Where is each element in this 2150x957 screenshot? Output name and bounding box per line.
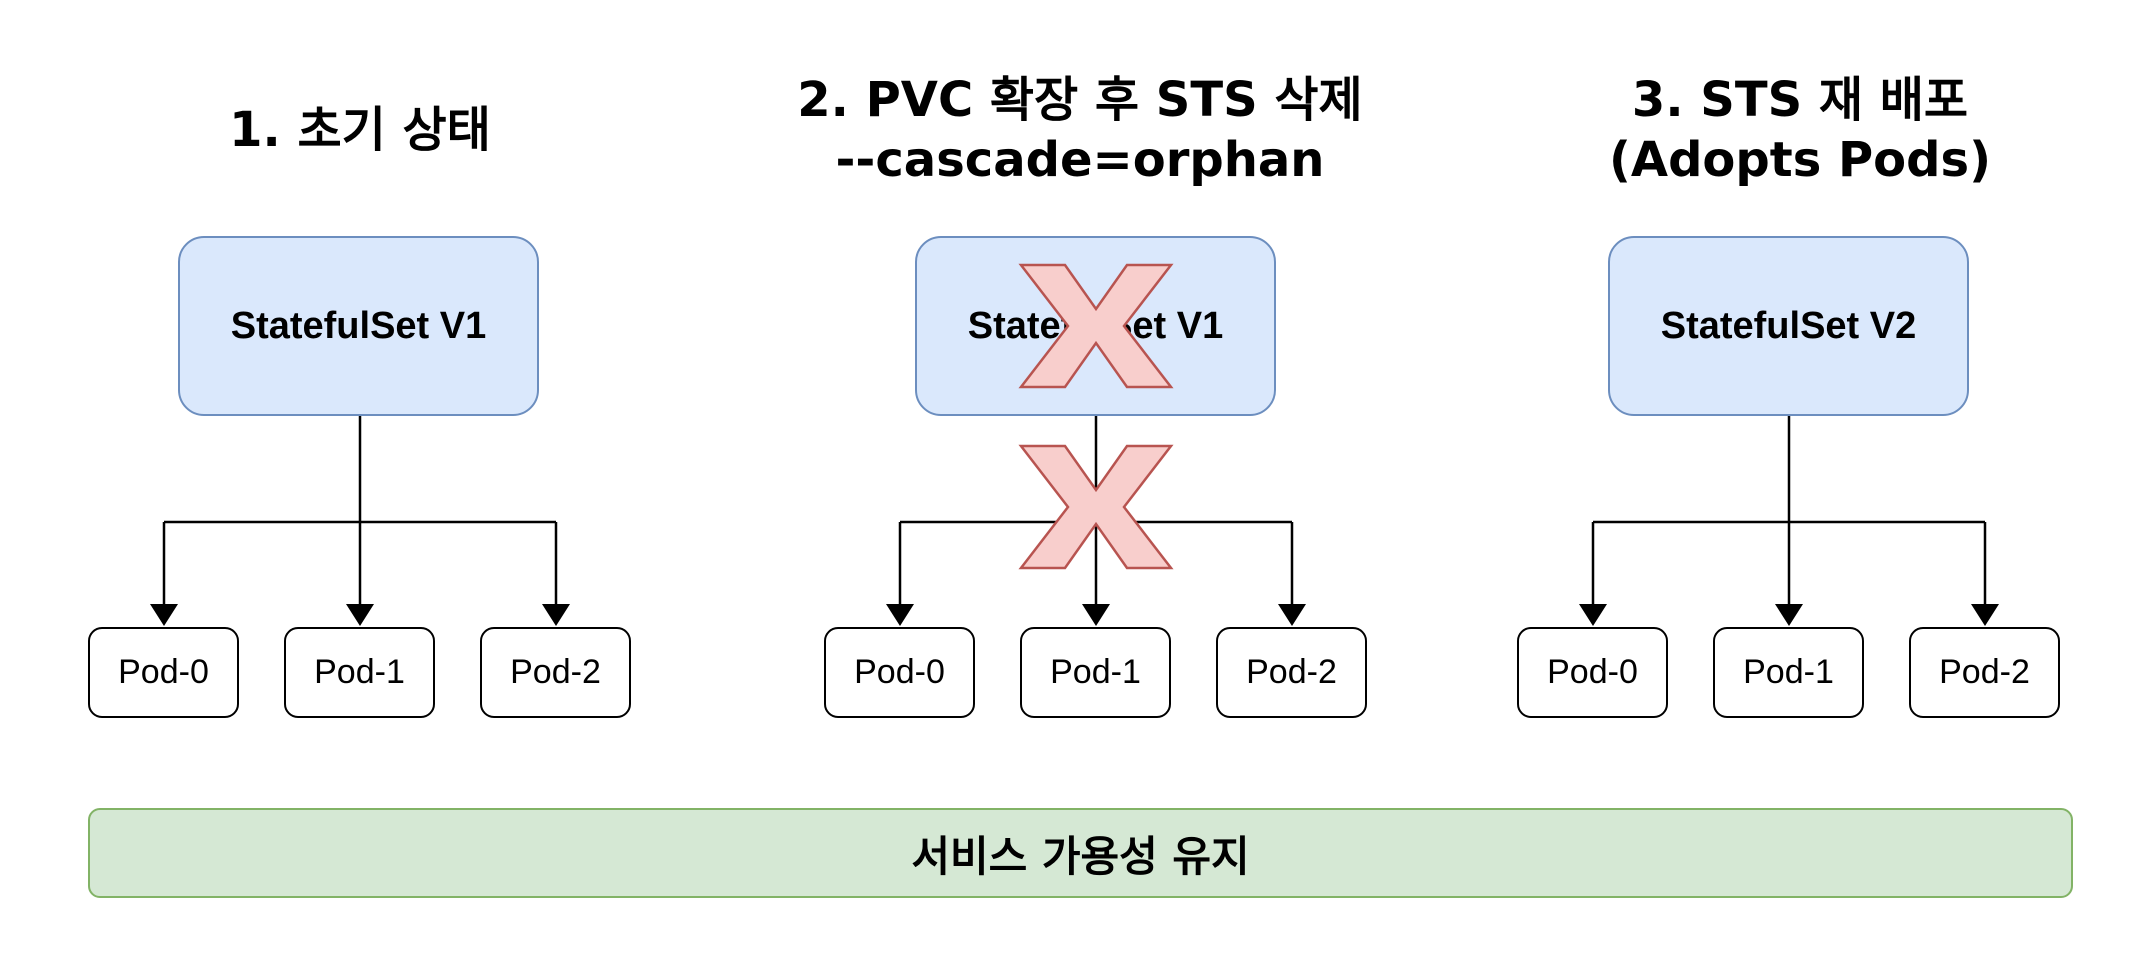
- stage-1-pod-1-label: Pod-1: [314, 653, 405, 691]
- statefulset-delete-x-icon: [1018, 263, 1174, 389]
- stage-2-pod-0-label: Pod-0: [854, 653, 945, 691]
- stage-2-arrowheads: [886, 604, 1306, 626]
- stage-2-pod-2-label: Pod-2: [1246, 653, 1337, 691]
- stage-3-pod-0-label: Pod-0: [1547, 653, 1638, 691]
- stage-1-pod-0: Pod-0: [88, 627, 239, 718]
- stage-2-title: 2. PVC 확장 후 STS 삭제 --cascade=orphan: [750, 70, 1410, 190]
- service-availability-label: 서비스 가용성 유지: [911, 831, 1250, 881]
- stage-2-pod-0: Pod-0: [824, 627, 975, 718]
- pods-link-delete-x-icon: [1018, 444, 1174, 570]
- stage-3-statefulset-label: StatefulSet V2: [1660, 304, 1917, 347]
- stage-1-pod-1: Pod-1: [284, 627, 435, 718]
- stage-1-arrowheads: [150, 604, 570, 626]
- stage-1-title: 1. 초기 상태: [160, 100, 560, 160]
- stage-1-statefulset-label: StatefulSet V1: [230, 304, 487, 347]
- stage-3-pod-1-label: Pod-1: [1743, 653, 1834, 691]
- stage-3-pod-2: Pod-2: [1909, 627, 2060, 718]
- stage-1-title-line-1: 1. 초기 상태: [229, 102, 491, 158]
- stage-3-statefulset-box: StatefulSet V2: [1608, 236, 1969, 416]
- stage-1-pod-2: Pod-2: [480, 627, 631, 718]
- stage-3-title-line-1: 3. STS 재 배포: [1631, 72, 1969, 128]
- stage-2-title-line-2: --cascade=orphan: [835, 132, 1325, 188]
- stage-1-connectors: [162, 416, 558, 606]
- stage-3-arrowheads: [1579, 604, 1999, 626]
- stage-3-connectors: [1591, 416, 1987, 606]
- stage-3-pod-0: Pod-0: [1517, 627, 1668, 718]
- stage-1-statefulset-box: StatefulSet V1: [178, 236, 539, 416]
- stage-2-pod-2: Pod-2: [1216, 627, 1367, 718]
- stage-3-title: 3. STS 재 배포 (Adopts Pods): [1560, 70, 2040, 190]
- stage-1-pod-2-label: Pod-2: [510, 653, 601, 691]
- stage-1-pod-0-label: Pod-0: [118, 653, 209, 691]
- stage-3-title-line-2: (Adopts Pods): [1608, 132, 1992, 188]
- stage-3-pod-1: Pod-1: [1713, 627, 1864, 718]
- stage-2-title-line-1: 2. PVC 확장 후 STS 삭제: [797, 72, 1363, 128]
- stage-3-pod-2-label: Pod-2: [1939, 653, 2030, 691]
- stage-2-pod-1: Pod-1: [1020, 627, 1171, 718]
- service-availability-banner: 서비스 가용성 유지: [88, 808, 2073, 898]
- stage-2-pod-1-label: Pod-1: [1050, 653, 1141, 691]
